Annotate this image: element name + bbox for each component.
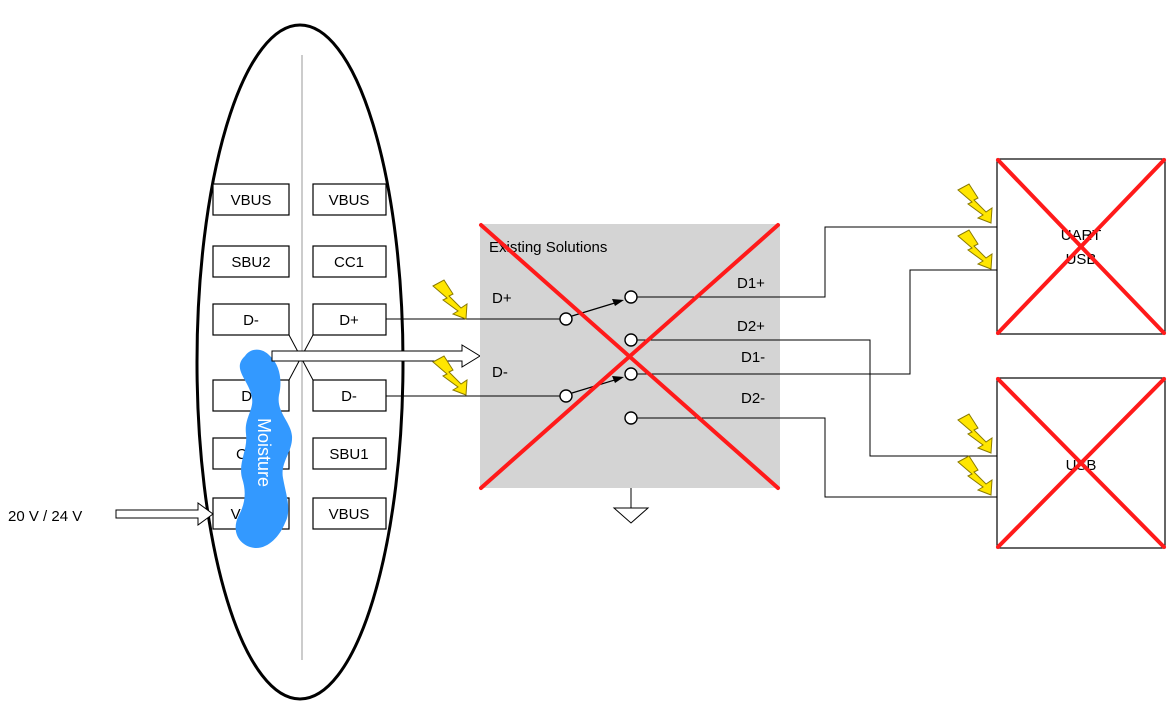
existing-solutions-title: Existing Solutions (489, 239, 607, 256)
switch-output-d2minus: D2- (741, 390, 765, 407)
pin-box (212, 183, 290, 216)
lightning-icon (957, 455, 993, 496)
pin-box (312, 379, 387, 412)
output-wires (637, 226, 997, 498)
pin-label: VBUS (329, 506, 370, 523)
lightning-icon (957, 413, 993, 454)
pin-label: VBUS (329, 192, 370, 209)
pin-label: SBU1 (329, 446, 368, 463)
pin-label: SBU2 (231, 254, 270, 271)
usb-device-cross (996, 377, 1166, 549)
lightning-icon (957, 183, 993, 224)
arrow-icon (271, 344, 481, 368)
pin-box (312, 303, 387, 336)
pin-box (312, 497, 387, 530)
pin-box (312, 437, 387, 470)
switch-input-dminus: D- (492, 364, 508, 381)
switch-arm-arrowheads (612, 299, 624, 383)
pin-label: D+ (339, 312, 359, 329)
arrow-icon (115, 502, 214, 526)
pin-box (312, 245, 387, 278)
usb-c-connector-outline (195, 23, 405, 701)
switch-output-d1minus: D1- (741, 349, 765, 366)
moisture-label: Moisture (254, 418, 274, 487)
input-wires (386, 318, 560, 397)
existing-solutions-cross (479, 223, 780, 490)
pin-box (312, 183, 387, 216)
pin-box (212, 245, 290, 278)
switch-output-d2plus: D2+ (737, 318, 765, 335)
right-pin-column: VBUS CC1 D+ D- SBU1 VBUS (312, 183, 387, 530)
ground-icon (612, 488, 650, 524)
switch-contacts (559, 290, 638, 425)
switch-input-dplus: D+ (492, 290, 512, 307)
pin-label: CC1 (334, 254, 364, 271)
pin-label: D- (341, 388, 357, 405)
lightning-icon (957, 229, 993, 270)
lightning-icon (432, 279, 468, 320)
pin-label: D- (243, 312, 259, 329)
pin-label: VBUS (231, 192, 272, 209)
switch-output-d1plus: D1+ (737, 275, 765, 292)
voltage-label: 20 V / 24 V (8, 508, 82, 525)
pin-box (212, 303, 290, 336)
moisture-blob (235, 349, 293, 549)
uart-label: UART (1061, 227, 1102, 244)
uart-usb-cross (996, 158, 1166, 335)
